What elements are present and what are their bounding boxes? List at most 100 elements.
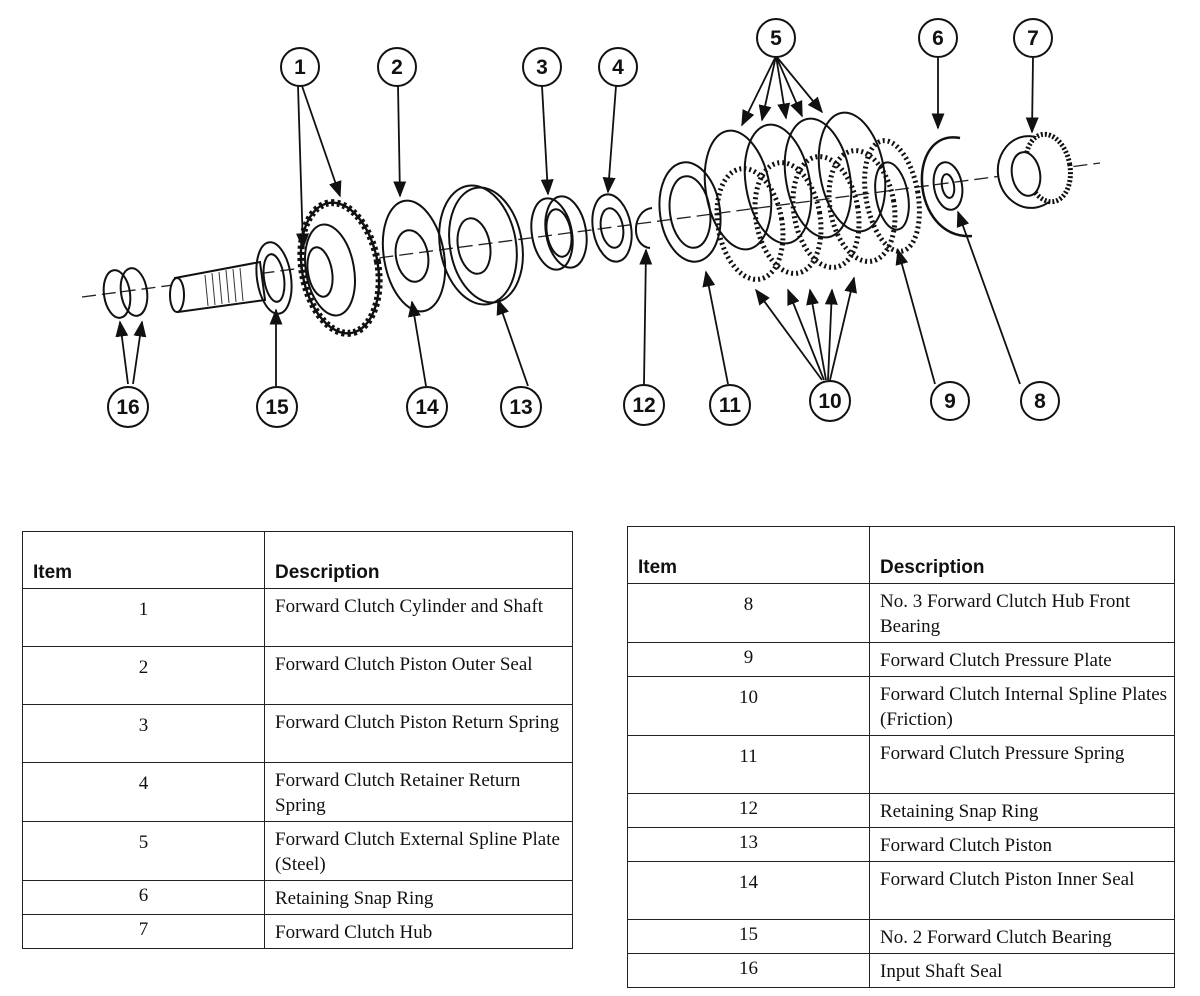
column-header-description: Description [264,531,573,589]
callout-1: 1 [280,47,320,87]
item-number: 7 [22,914,265,949]
item-description: Retaining Snap Ring [869,793,1175,828]
svg-text:15: 15 [265,396,289,419]
input-shaft-seal-part [102,267,149,319]
item-number: 3 [22,704,265,763]
svg-text:7: 7 [1027,27,1039,50]
callout-14: 14 [406,386,448,428]
svg-text:3: 3 [536,56,548,79]
svg-text:14: 14 [415,396,439,419]
item-description: No. 2 Forward Clutch Bearing [869,919,1175,954]
item-number: 9 [627,642,870,677]
item-number: 8 [627,583,870,643]
forward-clutch-hub-part [996,131,1073,209]
item-description: Forward Clutch Pressure Plate [869,642,1175,677]
item-description: Forward Clutch Piston Inner Seal [869,861,1175,920]
item-number: 16 [627,953,870,988]
item-number: 1 [22,588,265,647]
svg-text:8: 8 [1034,390,1046,413]
callout-15: 15 [256,386,298,428]
svg-text:1: 1 [294,56,306,79]
column-header-item: Item [22,531,265,589]
callout-16: 16 [107,386,149,428]
svg-text:16: 16 [116,396,139,419]
callout-6: 6 [918,18,958,58]
item-number: 13 [627,827,870,862]
item-description: Forward Clutch External Spline Plate (St… [264,821,573,881]
item-number: 6 [22,880,265,915]
forward-clutch-cylinder-and-shaft-part [169,199,383,337]
svg-text:13: 13 [509,396,532,419]
retaining-snap-ring-6-part [920,136,973,238]
forward-clutch-retainer-part [591,193,633,263]
item-description: Forward Clutch Hub [264,914,573,949]
svg-text:12: 12 [632,394,655,417]
callout-12: 12 [623,384,665,426]
item-number: 2 [22,646,265,705]
svg-text:2: 2 [391,56,403,79]
callout-7: 7 [1013,18,1053,58]
svg-text:11: 11 [719,394,742,417]
item-number: 15 [627,919,870,954]
item-description: Forward Clutch Piston Return Spring [264,704,573,763]
retaining-snap-ring-12-part [635,207,653,249]
item-description: No. 3 Forward Clutch Hub Front Bearing [869,583,1175,643]
item-description: Forward Clutch Retainer Return Spring [264,762,573,822]
forward-clutch-piston-seals-part [381,199,447,313]
callout-13: 13 [500,386,542,428]
column-header-item: Item [627,526,870,584]
callout-3: 3 [522,47,562,87]
item-number: 11 [627,735,870,794]
callout-2: 2 [377,47,417,87]
column-header-description: Description [869,526,1175,584]
leader-lines [115,55,1039,387]
clutch-plate-pack-part [703,111,898,282]
exploded-view-diagram: 1 2 3 4 5 6 7 8 9 10 11 12 13 14 15 16 [81,18,1101,428]
item-description: Forward Clutch Piston Outer Seal [264,646,573,705]
forward-clutch-pressure-spring-part [658,161,722,263]
item-description: Forward Clutch Pressure Spring [869,735,1175,794]
item-number: 12 [627,793,870,828]
item-description: Retaining Snap Ring [264,880,573,915]
svg-text:5: 5 [770,27,782,50]
callout-8: 8 [1020,381,1060,421]
svg-text:9: 9 [944,390,956,413]
callout-11: 11 [709,384,751,426]
no-3-forward-clutch-hub-front-bearing-part [932,161,964,211]
item-number: 10 [627,676,870,736]
callout-9: 9 [930,381,970,421]
item-description: Forward Clutch Piston [869,827,1175,862]
forward-clutch-piston-part [438,184,524,306]
forward-clutch-piston-return-spring-part [530,195,588,271]
item-description: Forward Clutch Internal Spline Plates (F… [869,676,1175,736]
item-number: 14 [627,861,870,920]
svg-text:4: 4 [612,56,624,79]
item-number: 5 [22,821,265,881]
callout-4: 4 [598,47,638,87]
svg-text:6: 6 [932,27,944,50]
svg-text:10: 10 [818,390,841,413]
item-number: 4 [22,762,265,822]
callout-5: 5 [756,18,796,58]
item-description: Input Shaft Seal [869,953,1175,988]
item-description: Forward Clutch Cylinder and Shaft [264,588,573,647]
callout-10: 10 [809,380,851,422]
